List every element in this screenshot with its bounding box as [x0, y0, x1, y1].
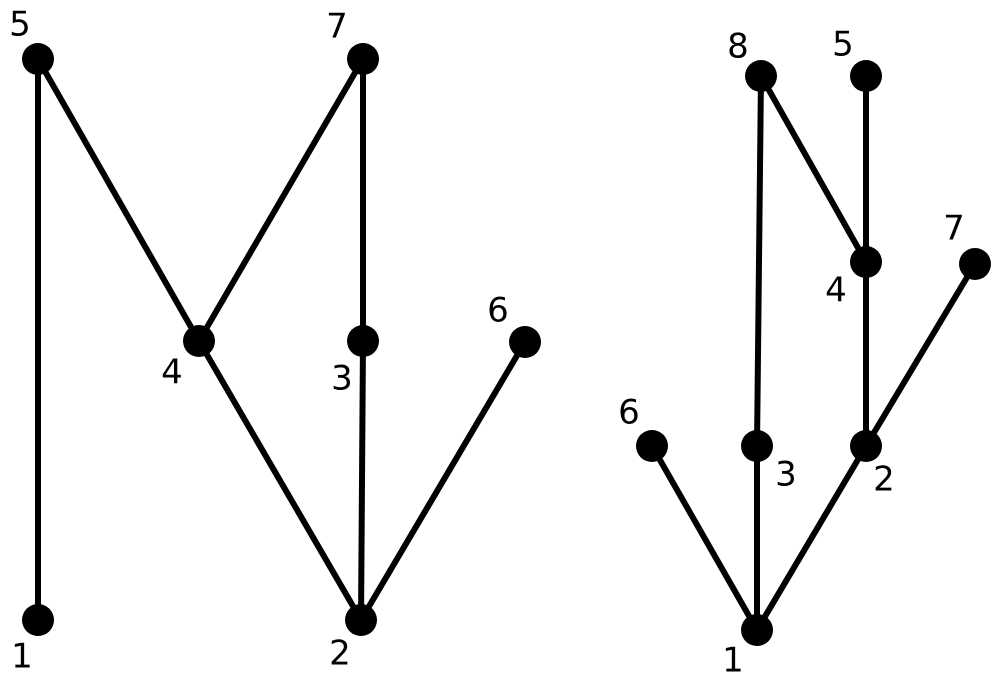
left-node-label-6: 6 — [487, 291, 509, 331]
right-edge-8-4 — [758, 73, 869, 265]
left-node-label-2: 2 — [329, 634, 351, 674]
right-node-label-1: 1 — [722, 641, 744, 680]
right-edge-1-2 — [754, 443, 869, 633]
right-node-7 — [959, 248, 991, 280]
left-node-4 — [183, 325, 215, 357]
left-edge-2-6 — [358, 339, 528, 623]
right-node-label-8: 8 — [727, 27, 749, 67]
right-node-label-3: 3 — [775, 455, 797, 495]
right-node-6 — [636, 430, 668, 462]
right-node-label-2: 2 — [873, 460, 895, 500]
right-node-label-5: 5 — [832, 25, 854, 65]
left-node-label-1: 1 — [11, 637, 33, 677]
right-node-2 — [850, 430, 882, 462]
left-node-1 — [22, 604, 54, 636]
left-graph: 1 2 3 4 5 6 7 — [9, 5, 541, 677]
right-node-label-4: 4 — [825, 271, 847, 311]
right-graph: 1 2 3 4 5 6 7 8 — [618, 25, 991, 680]
left-edge-5-4 — [35, 56, 202, 344]
left-node-6 — [509, 326, 541, 358]
left-edge-4-7 — [196, 56, 366, 344]
left-node-2 — [345, 604, 377, 636]
right-edge-1-6 — [649, 443, 760, 633]
left-node-label-4: 4 — [161, 353, 183, 393]
left-edge-4-2 — [196, 338, 364, 623]
right-node-1 — [741, 614, 773, 646]
right-node-8 — [745, 60, 777, 92]
right-edge-2-7 — [863, 261, 978, 449]
right-node-label-7: 7 — [943, 209, 965, 249]
left-node-5 — [22, 43, 54, 75]
right-node-label-6: 6 — [618, 393, 640, 433]
left-node-label-5: 5 — [9, 5, 31, 45]
right-edge-3-8 — [754, 73, 764, 449]
left-edge-3-2 — [358, 338, 366, 623]
left-node-3 — [347, 325, 379, 357]
left-node-label-7: 7 — [326, 7, 348, 47]
right-node-4 — [850, 246, 882, 278]
right-node-3 — [741, 430, 773, 462]
left-node-7 — [347, 43, 379, 75]
right-node-5 — [850, 60, 882, 92]
left-node-label-3: 3 — [331, 359, 353, 399]
